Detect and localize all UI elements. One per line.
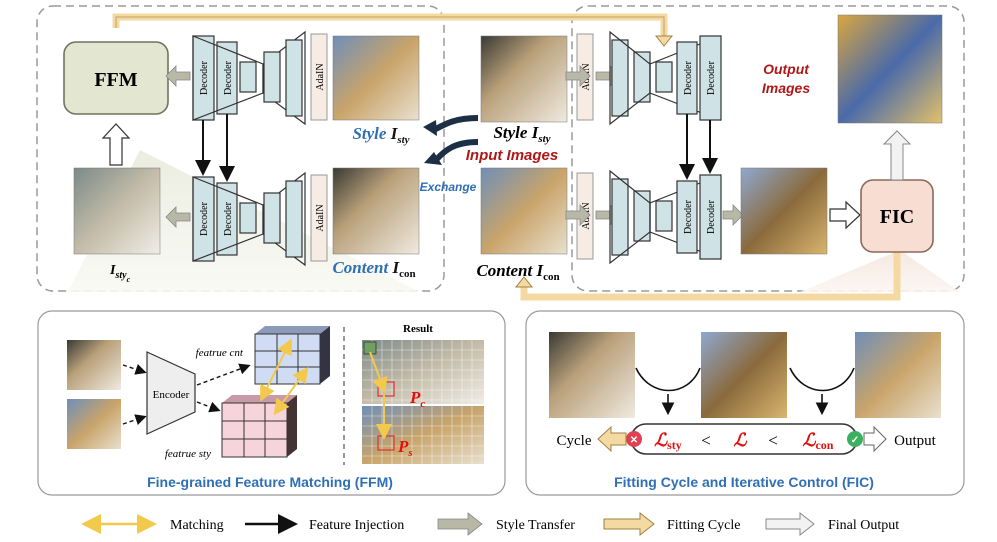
feature-cnt-label: featrue cnt (196, 347, 244, 359)
fitting-cycle-bottom-bar (520, 252, 901, 301)
style-transfer-arrow (565, 65, 591, 87)
adain-label: AdaIN (315, 204, 326, 231)
left-top-network: Decoder Decoder AdaIN (192, 30, 328, 126)
legend-injection: Feature Injection (309, 518, 404, 533)
legend-final-output-icon (765, 511, 815, 537)
style-transfer-arrow (565, 204, 591, 226)
legend-matching: Matching (170, 518, 224, 533)
output-label: Output (894, 433, 937, 449)
ps-label: Ps (397, 437, 413, 459)
fic-callout-wedge (800, 250, 960, 292)
left-bottom-network: Decoder Decoder AdaIN (192, 171, 328, 267)
right-dashed-group (571, 5, 965, 292)
legend-style-transfer: Style Transfer (496, 518, 575, 533)
decoder-label: Decoder (199, 60, 210, 95)
ffm-panel-title: Fine-grained Feature Matching (FFM) (147, 474, 393, 490)
decoder-label: Decoder (706, 60, 717, 95)
legend-fitting-cycle: Fitting Cycle (667, 518, 741, 533)
legend-fitting-cycle-icon (603, 511, 655, 537)
fic-label: FIC (880, 206, 914, 228)
matching-arrow (273, 366, 309, 416)
right-bottom-network: AdaIN Decoder Decoder (576, 169, 722, 265)
final-output-image (837, 14, 943, 124)
fic-style-image (855, 332, 941, 418)
output-check-icon (847, 431, 863, 447)
style-transfer-arrow (722, 204, 744, 226)
style-label-left: Style Isty (352, 124, 409, 146)
final-output-arrow (829, 200, 861, 230)
fic-content-image (549, 332, 635, 418)
svg-text:✓: ✓ (851, 435, 859, 446)
content-image-center (480, 167, 568, 255)
fic-mid-image (701, 332, 787, 418)
lt-symbol: < (768, 431, 778, 450)
style-image-left (332, 35, 420, 121)
input-images-label: Input Images (466, 147, 559, 164)
right-top-network: AdaIN Decoder Decoder (576, 30, 722, 126)
decoder-label: Decoder (683, 60, 694, 95)
style-transfer-arrow (165, 206, 191, 228)
content-label-left: Content Icon (332, 258, 415, 280)
decoder-label: Decoder (199, 201, 210, 236)
output-image (740, 167, 828, 255)
style-transfer-arrow-ffm (165, 65, 191, 87)
loss-total: ℒ (734, 430, 748, 450)
svg-text:✕: ✕ (630, 435, 638, 446)
cycle-icon (626, 431, 642, 447)
legend-final-output: Final Output (828, 518, 899, 533)
style-image-center (480, 35, 568, 123)
cycle-arrow (597, 425, 627, 453)
output-images-label-1: Output (763, 61, 810, 77)
loss-con: ℒcon (803, 430, 834, 452)
style-label-center: Style Isty (493, 123, 550, 145)
isty-c-label: Istyc (109, 263, 131, 284)
exchange-arrow-top (432, 115, 479, 133)
feature-sty-label: featrue sty (165, 448, 211, 460)
encoder-label: Encoder (153, 389, 190, 401)
decoder-label: Decoder (706, 199, 717, 234)
pc-label: Pc (409, 388, 425, 410)
content-label-center: Content Icon (476, 261, 559, 283)
loss-sty: ℒsty (654, 430, 682, 452)
content-image-left (332, 167, 420, 255)
output-arrow (863, 425, 887, 453)
fic-panel-title: Fitting Cycle and Iterative Control (FIC… (614, 474, 874, 490)
legend-style-transfer-icon (437, 512, 483, 536)
feature-sty-grid (221, 395, 297, 458)
decoder-label: Decoder (223, 60, 234, 95)
ffm-input-style-thumb (67, 399, 121, 449)
result-label: Result (403, 323, 433, 335)
exchange-label: Exchange (420, 180, 477, 194)
adain-label: AdaIN (315, 63, 326, 90)
legend: Matching Feature Injection Style Transfe… (81, 511, 899, 537)
lt-symbol: < (701, 431, 711, 450)
exchange-arrow-bottom (433, 139, 479, 163)
output-images-label-2: Images (762, 80, 810, 96)
ffm-input-content-thumb (67, 340, 121, 390)
ffm-label: FFM (94, 69, 137, 91)
isty-c-image (73, 167, 161, 255)
feature-cnt-grid (254, 326, 330, 385)
decoder-label: Decoder (223, 201, 234, 236)
decoder-label: Decoder (683, 199, 694, 234)
cycle-label: Cycle (557, 433, 592, 449)
encoder-block (146, 351, 196, 435)
up-arrow-to-output (882, 130, 912, 181)
up-arrow-to-ffm (101, 123, 131, 166)
